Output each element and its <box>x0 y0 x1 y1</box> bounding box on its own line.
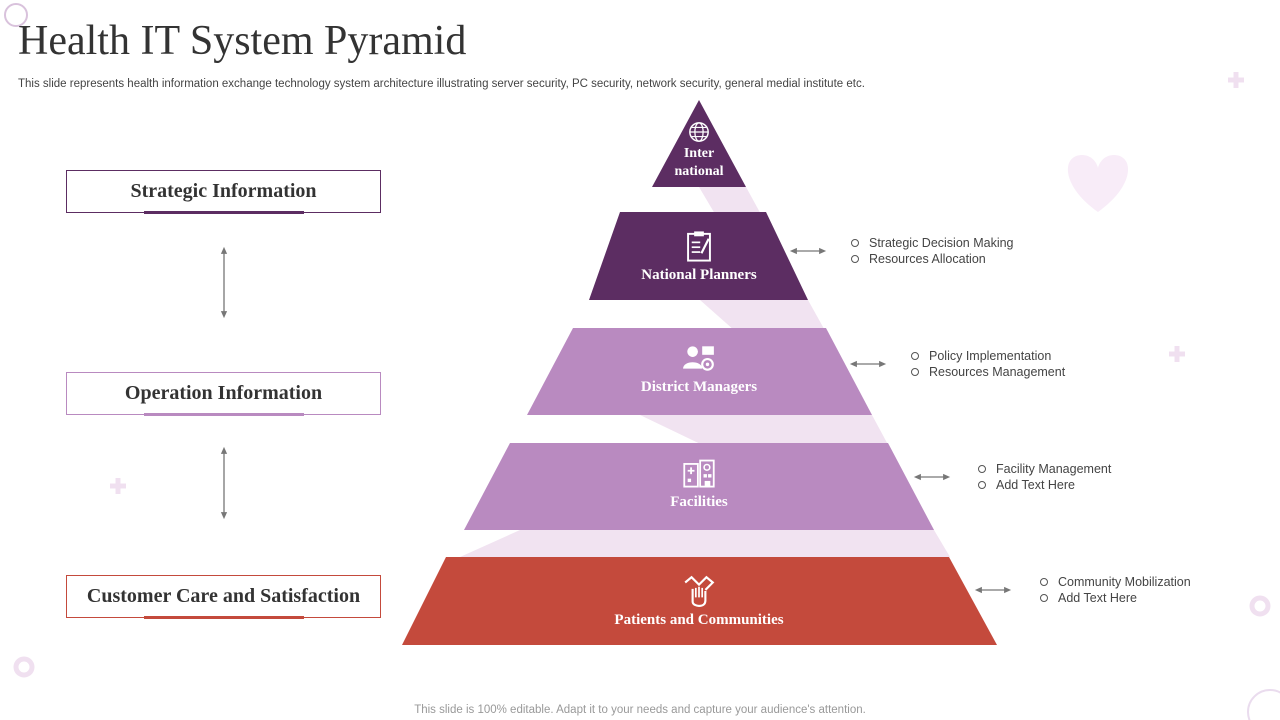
list-item: Facility Management <box>978 461 1111 477</box>
decor-ring-topleft <box>4 3 28 27</box>
label-text: Operation Information <box>124 382 323 404</box>
connector-band <box>460 530 950 557</box>
tier-shape-national-planners <box>589 212 808 300</box>
details-facilities: Facility Management Add Text Here <box>978 461 1111 493</box>
bullet-icon <box>851 238 859 247</box>
tier-label: Facilities <box>670 494 728 510</box>
tier-label-line2: national <box>674 164 724 179</box>
tier-shape-facilities <box>464 443 934 530</box>
bullet-icon <box>911 351 919 360</box>
clipboard-icon <box>687 231 711 262</box>
list-item-text: Community Mobilization <box>1058 575 1191 589</box>
label-strategic-information: Strategic Information <box>66 170 381 214</box>
list-item: Add Text Here <box>978 477 1111 493</box>
tier-label-line1: Inter <box>683 146 715 161</box>
list-item-text: Resources Management <box>929 365 1066 379</box>
tier-facilities: Facilities <box>500 453 898 511</box>
tier-district-managers: District Managers <box>560 338 838 396</box>
decor-ring-icon <box>1249 595 1271 617</box>
list-item-text: Add Text Here <box>996 478 1075 492</box>
label-text: Strategic Information <box>130 180 317 202</box>
list-item: Policy Implementation <box>911 348 1065 364</box>
decor-heart-icon <box>1067 155 1129 212</box>
bullet-icon <box>978 480 986 489</box>
details-district-managers: Policy Implementation Resources Manageme… <box>911 348 1065 380</box>
box-underline <box>144 616 304 619</box>
list-item-text: Resources Allocation <box>869 252 986 266</box>
tier-label: District Managers <box>640 379 758 395</box>
list-item: Strategic Decision Making <box>851 235 1014 251</box>
bullet-icon <box>978 464 986 473</box>
list-item: Resources Management <box>911 364 1065 380</box>
list-item-text: Add Text Here <box>1058 591 1137 605</box>
bullet-icon <box>1040 593 1048 602</box>
label-operation-information: Operation Information <box>66 372 381 416</box>
tier-international: Inter national <box>649 117 749 181</box>
bullet-icon <box>911 367 919 376</box>
bullet-icon <box>1040 577 1048 586</box>
decor-plus-icon <box>1228 72 1244 88</box>
decor-plus-icon <box>1169 346 1185 362</box>
tier-shape-international <box>652 100 746 187</box>
page-subtitle: This slide represents health information… <box>18 78 865 90</box>
decor-plus-icon <box>110 478 126 494</box>
tier-national-planners: National Planners <box>600 222 798 284</box>
box-underline <box>144 211 304 214</box>
list-item: Resources Allocation <box>851 251 1014 267</box>
list-item-text: Policy Implementation <box>929 349 1052 363</box>
tier-shape-district-managers <box>527 328 872 415</box>
footer-note: This slide is 100% editable. Adapt it to… <box>414 704 866 716</box>
handshake-icon <box>684 575 715 607</box>
details-national-planners: Strategic Decision Making Resources Allo… <box>851 235 1014 267</box>
decor-ring-corner <box>1247 689 1280 720</box>
label-customer-care: Customer Care and Satisfaction <box>66 575 381 619</box>
tier-label: Patients and Communities <box>614 612 784 628</box>
building-icon <box>683 459 715 488</box>
list-item-text: Strategic Decision Making <box>869 236 1014 250</box>
label-text: Customer Care and Satisfaction <box>86 585 361 607</box>
manager-icon <box>683 346 714 371</box>
globe-icon <box>689 122 709 142</box>
box-underline <box>144 413 304 416</box>
list-item-text: Facility Management <box>996 462 1112 476</box>
tier-patients-communities: Patients and Communities <box>450 567 948 629</box>
bullet-icon <box>851 254 859 263</box>
tier-label: National Planners <box>641 267 757 283</box>
tier-shape-patients <box>402 557 997 645</box>
details-patients-communities: Community Mobilization Add Text Here <box>1040 574 1191 606</box>
page-title: Health IT System Pyramid <box>18 18 467 64</box>
decor-ring-icon <box>13 656 35 678</box>
list-item: Add Text Here <box>1040 590 1191 606</box>
list-item: Community Mobilization <box>1040 574 1191 590</box>
